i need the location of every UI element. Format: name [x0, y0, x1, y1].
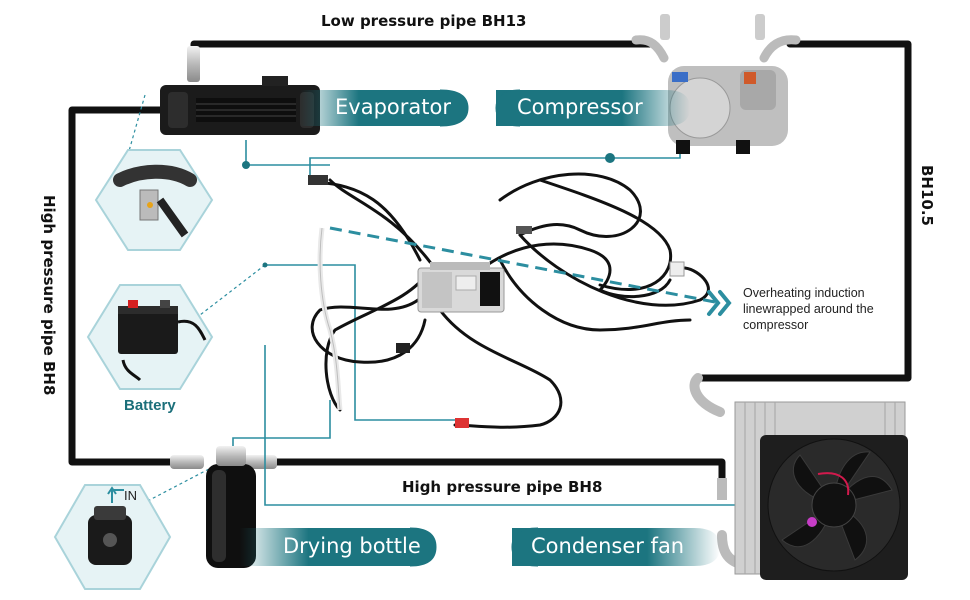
- condenser-fan-tag: [511, 527, 720, 567]
- low-pressure-pipe-label: Low pressure pipe BH13: [321, 12, 527, 30]
- overheating-note-line-3: compressor: [743, 318, 809, 332]
- drying-bottle-tag: [240, 527, 437, 567]
- wire-harness: [310, 172, 710, 429]
- harness-connectors: [308, 175, 685, 428]
- overheating-note-line-2: linewrapped around the: [743, 302, 874, 316]
- compressor-unit: [668, 66, 788, 154]
- hex-callout-battery: [86, 284, 214, 390]
- low-pressure-pipe-right: [696, 40, 912, 382]
- hex-callout-pipe-fitting: [94, 149, 214, 251]
- evaporator-label: Evaporator: [335, 95, 451, 119]
- sensor-wire: [317, 227, 343, 411]
- hex-callout-drier-inlet: [53, 484, 172, 590]
- battery-label: Battery: [124, 397, 176, 414]
- controller-module: [417, 262, 505, 313]
- bh105-pipe-label: BH10.5: [918, 165, 936, 226]
- high-pressure-pipe-bottom-label: High pressure pipe BH8: [402, 478, 603, 496]
- signal-wires: [232, 140, 800, 506]
- wire-dots: [228, 153, 805, 510]
- high-pressure-pipe-left: [68, 106, 184, 466]
- in-label: IN: [124, 488, 137, 503]
- high-pressure-pipe-left-label: High pressure pipe BH8: [40, 195, 58, 396]
- double-chevron-icon: [707, 290, 732, 316]
- pipe-fittings: [170, 14, 801, 569]
- overheating-note-line-1: Overheating induction: [743, 286, 865, 300]
- condenser-fan-label: Condenser fan: [531, 534, 685, 558]
- compressor-tag: [495, 89, 690, 127]
- low-pressure-pipe: [190, 40, 654, 76]
- drying-bottle-label: Drying bottle: [283, 534, 421, 558]
- evaporator-tag: [300, 89, 469, 127]
- condenser-unit: [734, 401, 908, 580]
- refrigerant-pipes: [68, 40, 912, 484]
- compressor-label: Compressor: [517, 95, 643, 119]
- overheating-arrow-line: [329, 226, 716, 304]
- overheating-note: Overheating induction linewrapped around…: [743, 285, 874, 333]
- high-pressure-pipe-bottom: [268, 458, 726, 484]
- evaporator-unit: [160, 76, 320, 135]
